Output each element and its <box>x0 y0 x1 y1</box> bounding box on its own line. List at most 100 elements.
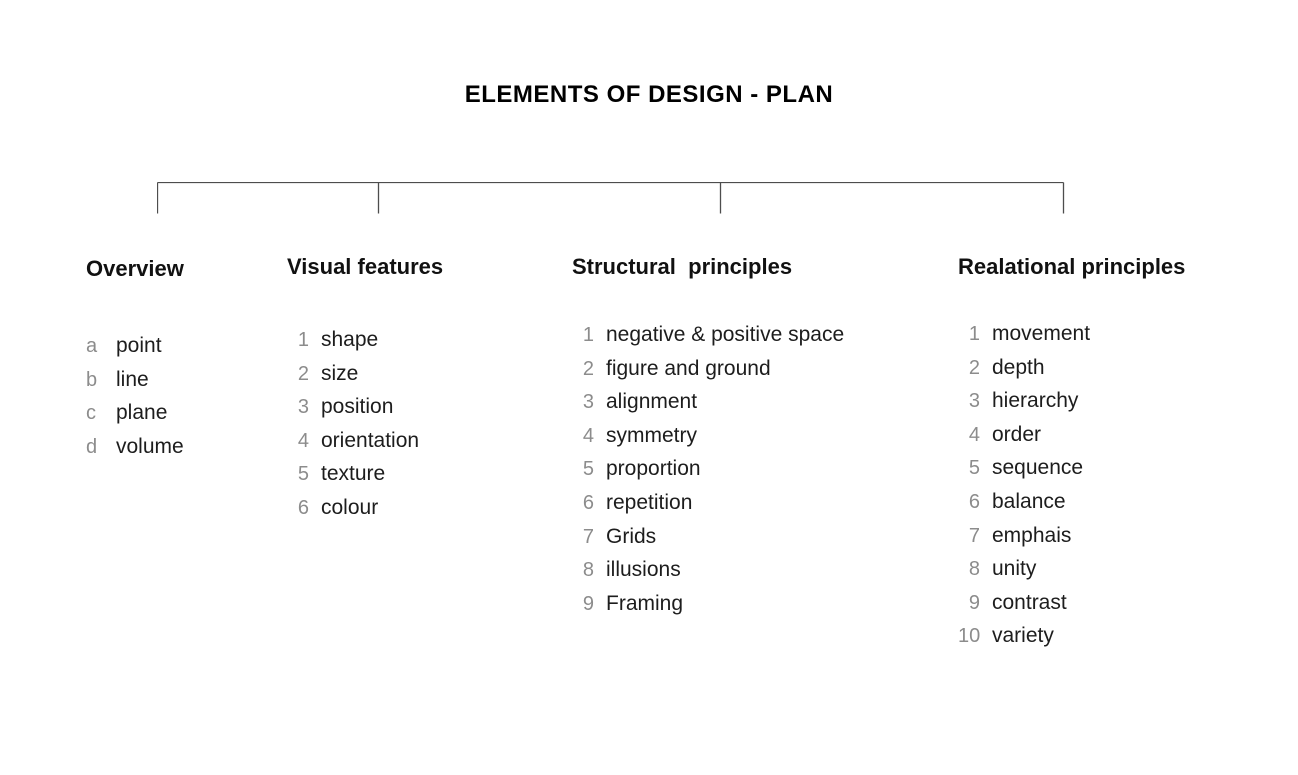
item-label: order <box>992 422 1042 446</box>
item-index: 1 <box>582 324 594 346</box>
item-index: 4 <box>297 429 309 452</box>
item-label: plane <box>116 401 168 425</box>
diagram-title: ELEMENTS OF DESIGN - PLAN <box>464 81 834 108</box>
list-item: 2 depth <box>958 356 1185 390</box>
item-label: colour <box>321 495 379 519</box>
item-label: depth <box>992 355 1045 379</box>
item-label: emphais <box>992 523 1072 547</box>
column-structural-principles: Structural principles 1 negative & positi… <box>572 254 844 625</box>
list-item: 4 order <box>958 423 1185 457</box>
list-item: 5 proportion <box>572 457 844 491</box>
item-label: balance <box>992 489 1066 513</box>
item-index: 6 <box>297 496 309 519</box>
item-label: figure and ground <box>606 356 771 380</box>
tree-connector-lines <box>157 182 1065 214</box>
item-label: hierarchy <box>992 389 1079 413</box>
item-label: contrast <box>992 590 1067 614</box>
column-header-visual-features: Visual features <box>287 254 444 279</box>
item-label: size <box>321 361 359 385</box>
list-item: 6 colour <box>287 496 443 530</box>
item-label: Grids <box>606 524 657 548</box>
list-item: 1 shape <box>287 328 443 362</box>
item-index: d <box>86 435 98 458</box>
item-label: point <box>116 334 162 357</box>
list-item: 3 alignment <box>572 390 844 424</box>
list-item: 3 position <box>287 395 443 429</box>
item-label: movement <box>992 322 1091 345</box>
item-index: c <box>86 402 96 425</box>
item-label: proportion <box>606 457 701 481</box>
item-index: 3 <box>582 391 594 414</box>
item-index: 9 <box>582 592 594 615</box>
item-index: 5 <box>297 463 309 486</box>
item-label: volume <box>116 434 184 458</box>
list-item: 7 Grids <box>572 525 844 559</box>
list-item: 8 illusions <box>572 558 844 592</box>
item-index: 4 <box>968 423 980 446</box>
item-list-structural-principles: 1 negative & positive space 2 figure and gr… <box>572 323 844 625</box>
list-item: 5 sequence <box>958 456 1185 490</box>
item-label: illusions <box>606 558 681 582</box>
list-item: 6 repetition <box>572 491 844 525</box>
item-label: Framing <box>606 591 684 615</box>
item-index: 4 <box>582 424 594 447</box>
item-index: a <box>86 335 98 357</box>
item-label: orientation <box>321 428 420 452</box>
list-item: 5 texture <box>287 462 443 496</box>
list-item: 2 figure and ground <box>572 357 844 391</box>
list-item: 2 size <box>287 362 443 396</box>
column-header-structural-principles: Structural principles <box>572 254 793 279</box>
item-label: repetition <box>606 490 693 514</box>
column-visual-features: Visual features 1 shape 2 size 3 position 4 ori… <box>287 254 443 530</box>
item-label: unity <box>992 557 1037 581</box>
list-item: 4 symmetry <box>572 424 844 458</box>
item-index: 3 <box>297 396 309 419</box>
list-item: 8 unity <box>958 557 1185 591</box>
item-label: sequence <box>992 456 1084 480</box>
item-index: 9 <box>968 591 980 614</box>
item-label: variety <box>992 624 1054 648</box>
column-header-relational-principles: Realational principles <box>958 254 1186 279</box>
item-index: 8 <box>968 558 980 581</box>
item-index: 1 <box>968 323 980 345</box>
item-index: 2 <box>297 362 309 385</box>
list-item: 1 movement <box>958 322 1185 356</box>
list-item: 9 Framing <box>572 592 844 626</box>
item-index: 5 <box>582 458 594 481</box>
list-item: 6 balance <box>958 490 1185 524</box>
list-item: 7 emphais <box>958 524 1185 558</box>
column-header-overview: Overview <box>86 256 184 281</box>
item-index: 7 <box>968 524 980 547</box>
item-index: 1 <box>297 329 309 351</box>
item-label: texture <box>321 462 386 486</box>
item-index: b <box>86 368 98 391</box>
item-index: 6 <box>582 491 594 514</box>
item-label: line <box>116 367 149 391</box>
item-index: 5 <box>968 457 980 480</box>
list-item: 1 negative & positive space <box>572 323 844 357</box>
item-label: alignment <box>606 390 698 414</box>
item-label: shape <box>321 328 379 351</box>
item-label: symmetry <box>606 423 697 447</box>
item-index: 2 <box>582 357 594 380</box>
item-index: 7 <box>582 525 594 548</box>
list-item: 4 orientation <box>287 429 443 463</box>
list-item: 9 contrast <box>958 591 1185 625</box>
item-label: negative & positive space <box>606 323 845 346</box>
list-item: 10 variety <box>958 624 1185 658</box>
item-index: 10 <box>958 625 981 648</box>
item-index: 8 <box>582 559 594 582</box>
item-list-visual-features: 1 shape 2 size 3 position 4 orientation 5 texture… <box>287 328 443 530</box>
item-label: position <box>321 395 394 419</box>
item-index: 6 <box>968 490 980 513</box>
item-index: 2 <box>968 356 980 379</box>
